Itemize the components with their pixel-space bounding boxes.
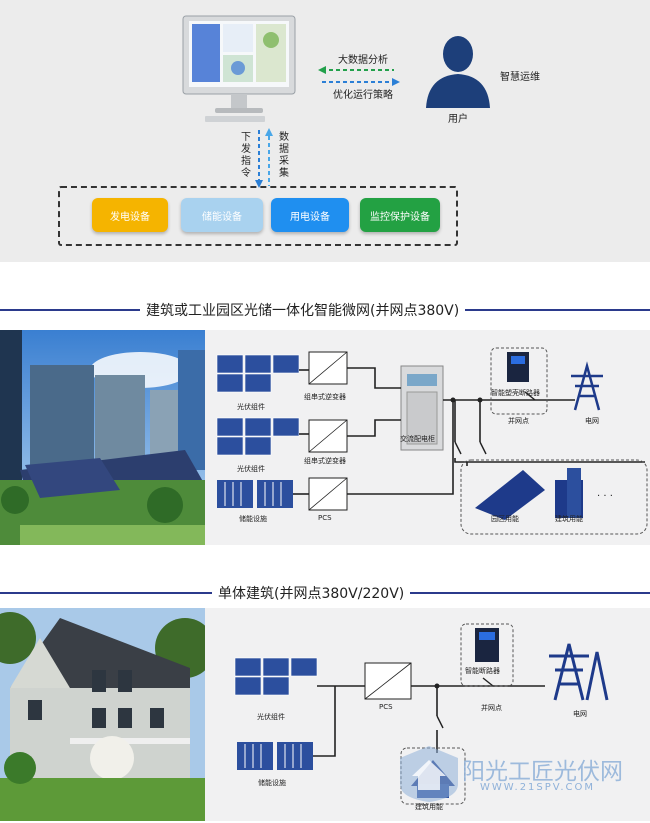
grid-point-label: 并网点 xyxy=(508,417,529,425)
pcs-label: PCS xyxy=(318,514,332,522)
section2-title: 单体建筑(并网点380V/220V) xyxy=(212,583,411,603)
pv-label: 光伏组件 xyxy=(257,713,285,721)
watermark-brand: 阳光工匠光伏网 xyxy=(462,759,623,785)
device-group-box xyxy=(58,186,458,246)
inverter-label-2: 组串式逆变器 xyxy=(304,457,346,465)
svg-text:. . .: . . . xyxy=(597,488,613,499)
building-load-label: 建筑用能 xyxy=(555,515,583,523)
breaker-label: 智能塑壳断路器 xyxy=(491,389,540,397)
inverter-label-1: 组串式逆变器 xyxy=(304,393,346,401)
section1-wiring: . . . xyxy=(216,347,648,535)
grid-label: 电网 xyxy=(585,417,599,425)
big-data-label: 大数据分析 xyxy=(338,55,388,66)
grid-label-2: 电网 xyxy=(573,710,587,718)
watermark-url: WWW.21SPV.COM xyxy=(480,782,596,793)
grid-point-label-2: 并网点 xyxy=(481,704,502,712)
issue-command-label: 下发指令 xyxy=(241,132,251,179)
storage-label-2: 储能设施 xyxy=(258,779,286,787)
house-photo xyxy=(0,608,205,821)
pv-label-2: 光伏组件 xyxy=(237,465,265,473)
section2-wiring xyxy=(234,623,609,805)
section1-title: 建筑或工业园区光储一体化智能微网(并网点380V) xyxy=(140,300,466,320)
ac-cabinet-label: 交流配电柜 xyxy=(400,435,435,443)
user-label: 用户 xyxy=(448,114,468,125)
breaker-label-2: 智能断路器 xyxy=(465,667,500,675)
data-collect-label: 数据采集 xyxy=(279,132,289,179)
generation-device-button[interactable]: 发电设备 xyxy=(92,198,168,232)
storage-device-button[interactable]: 储能设备 xyxy=(181,198,263,232)
user-icon xyxy=(426,36,490,108)
monitor-icon xyxy=(182,15,296,122)
vertical-arrows xyxy=(255,128,273,188)
building-load-label-2: 建筑用能 xyxy=(415,803,443,811)
consumption-device-button[interactable]: 用电设备 xyxy=(271,198,349,232)
optimize-strategy-label: 优化运行策略 xyxy=(333,90,393,101)
industrial-park-photo xyxy=(0,330,205,545)
pcs-label-2: PCS xyxy=(379,703,393,711)
storage-label: 储能设施 xyxy=(239,515,267,523)
pv-label-1: 光伏组件 xyxy=(237,403,265,411)
park-load-label: 园区用能 xyxy=(491,515,519,523)
watermark-logo-icon xyxy=(400,746,458,802)
protection-device-button[interactable]: 监控保护设备 xyxy=(360,198,440,232)
smart-ops-label: 智慧运维 xyxy=(500,72,540,83)
data-arrows xyxy=(318,66,400,86)
